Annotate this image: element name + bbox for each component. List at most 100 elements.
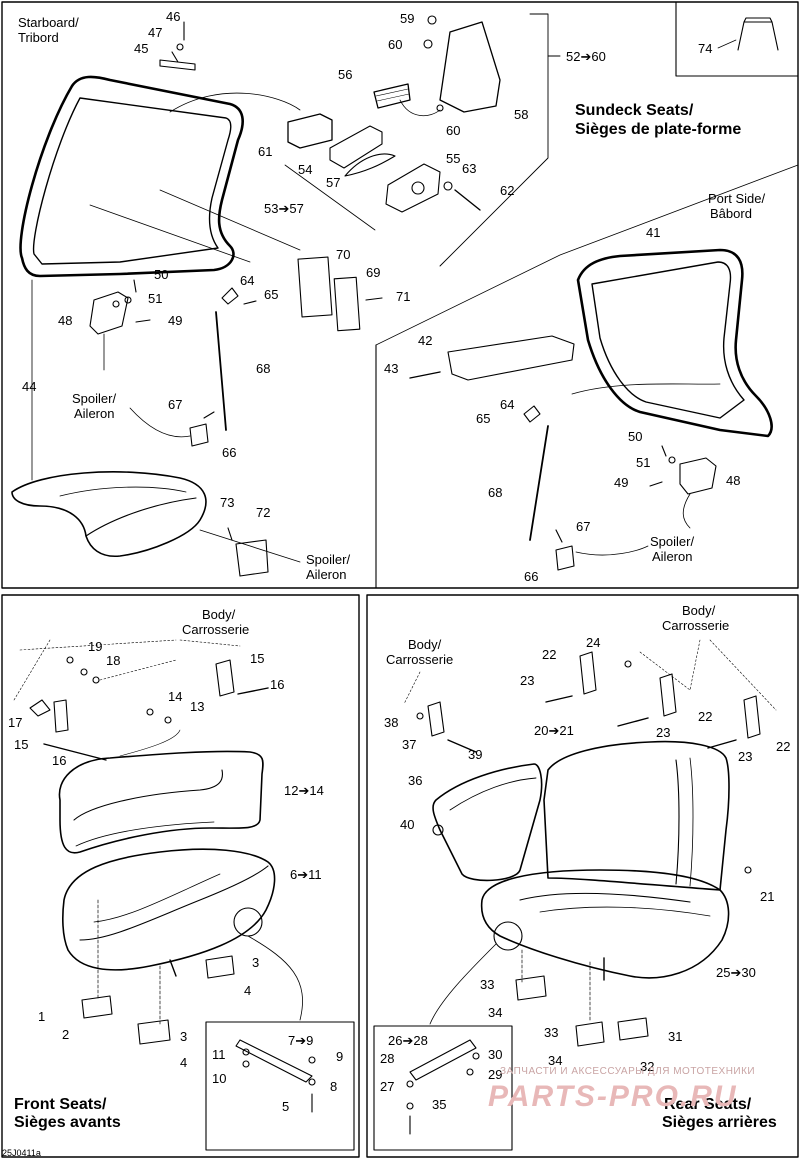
callout-34b: 34: [548, 1053, 563, 1068]
strut-clip-64: [221, 287, 239, 305]
callout-68a: 68: [256, 361, 271, 376]
figure-code: 25J0411a: [2, 1148, 41, 1158]
port-subpanel-line-2: [375, 164, 799, 346]
callout-57: 57: [326, 175, 341, 190]
callout-30: 30: [488, 1047, 503, 1062]
callout-44: 44: [22, 379, 37, 394]
item-74-clip: [737, 17, 779, 51]
callout-65b: 65: [476, 411, 491, 426]
group-bracket-53-57: [284, 164, 376, 231]
callout-10: 10: [212, 1071, 227, 1086]
callout-64a: 64: [240, 273, 255, 288]
callout-17: 17: [8, 715, 23, 730]
callout-62: 62: [500, 183, 515, 198]
callout-54: 54: [298, 162, 313, 177]
callout-42: 42: [418, 333, 433, 348]
front-block-3b: [205, 955, 235, 979]
callout-34a: 34: [488, 1005, 503, 1020]
callout-43: 43: [384, 361, 399, 376]
callout-33b: 33: [544, 1025, 559, 1040]
callout-4b: 4: [180, 1055, 188, 1070]
callout-5: 5: [282, 1099, 290, 1114]
callout-48b: 48: [726, 473, 741, 488]
callout-69: 69: [366, 265, 381, 280]
callout-8: 8: [330, 1079, 338, 1094]
callout-22b: 22: [698, 709, 713, 724]
gas-strut-68-port: [529, 425, 549, 541]
rear-strap-26-28: [409, 1039, 477, 1081]
hinge-plate-69: [333, 276, 361, 332]
front-block-3: [137, 1019, 171, 1045]
callout-31: 31: [668, 1029, 683, 1044]
starboard-label-en: Starboard/: [18, 15, 79, 30]
spoiler-label-fr-3: Aileron: [652, 549, 693, 564]
callout-40: 40: [400, 817, 415, 832]
callout-37: 37: [402, 737, 417, 752]
front-block-1: [81, 995, 113, 1019]
rubber-bumper-56: [373, 83, 411, 109]
callout-61: 61: [258, 144, 273, 159]
callout-24: 24: [586, 635, 601, 650]
callout-22c: 22: [776, 739, 791, 754]
callout-56: 56: [338, 67, 353, 82]
rear-title-fr: Sièges arrières: [662, 1114, 777, 1131]
callout-7-9: 7➔9: [288, 1033, 314, 1048]
callout-23c: 23: [738, 749, 753, 764]
callout-28: 28: [380, 1051, 395, 1066]
spoiler-label-en-1: Spoiler/: [72, 391, 117, 406]
callout-33a: 33: [480, 977, 495, 992]
callout-23b: 23: [656, 725, 671, 740]
callout-38: 38: [384, 715, 399, 730]
watermark-small-text: ЗАПЧАСТИ И АКСЕССУАРЫ ДЛЯ МОТОТЕХНИКИ: [500, 1066, 756, 1077]
callout-52-60: 52➔60: [566, 49, 606, 64]
callout-2: 2: [62, 1027, 70, 1042]
callout-49b: 49: [614, 475, 629, 490]
hinge-plate-70: [297, 256, 333, 318]
callout-29: 29: [488, 1067, 503, 1082]
callout-25-30: 25➔30: [716, 965, 756, 980]
front-clip-15: [53, 699, 69, 733]
port-label-fr: Bâbord: [710, 206, 752, 221]
spoiler-label-fr-1: Aileron: [74, 406, 115, 421]
panel-border-sundeck: [1, 1, 799, 589]
panel-border-rear: [366, 594, 799, 1158]
callout-63: 63: [462, 161, 477, 176]
callout-15a: 15: [250, 651, 265, 666]
callout-21: 21: [760, 889, 775, 904]
callout-49a: 49: [168, 313, 183, 328]
spoiler-label-en-2: Spoiler/: [306, 552, 351, 567]
port-cushion-frame: [576, 248, 773, 438]
panel-border-front: [1, 594, 360, 1158]
callout-27: 27: [380, 1079, 395, 1094]
spoiler-label-fr-2: Aileron: [306, 567, 347, 582]
callout-67b: 67: [576, 519, 591, 534]
callout-11: 11: [212, 1047, 226, 1062]
callout-1: 1: [38, 1009, 46, 1024]
hinge-plate-42: [447, 335, 575, 381]
callout-65a: 65: [264, 287, 279, 302]
callout-50b: 50: [628, 429, 643, 444]
callout-3b: 3: [180, 1029, 188, 1044]
rear-clip-37: [427, 701, 445, 737]
item-74-box: [675, 1, 799, 77]
callout-22a: 22: [542, 647, 557, 662]
callout-51b: 51: [636, 455, 651, 470]
callout-72: 72: [256, 505, 271, 520]
front-body-label-en: Body/: [202, 607, 236, 622]
rear-block-33: [515, 975, 547, 1001]
front-backrest-12-14: [58, 750, 264, 854]
callout-20-21: 20➔21: [534, 723, 574, 738]
bracket-45: [159, 51, 196, 71]
callout-6-11: 6➔11: [290, 867, 322, 882]
callout-60b: 60: [446, 123, 461, 138]
front-title-en: Front Seats/: [14, 1096, 107, 1113]
callout-12-14: 12➔14: [284, 783, 324, 798]
starboard-cushion-frame: [19, 75, 244, 278]
callout-15b: 15: [14, 737, 29, 752]
callout-45: 45: [134, 41, 149, 56]
rear-backrest-20-21: [543, 740, 730, 891]
callout-23a: 23: [520, 673, 535, 688]
rear-body-label-fr-2: Carrosserie: [386, 652, 454, 667]
callout-19: 19: [88, 639, 103, 654]
